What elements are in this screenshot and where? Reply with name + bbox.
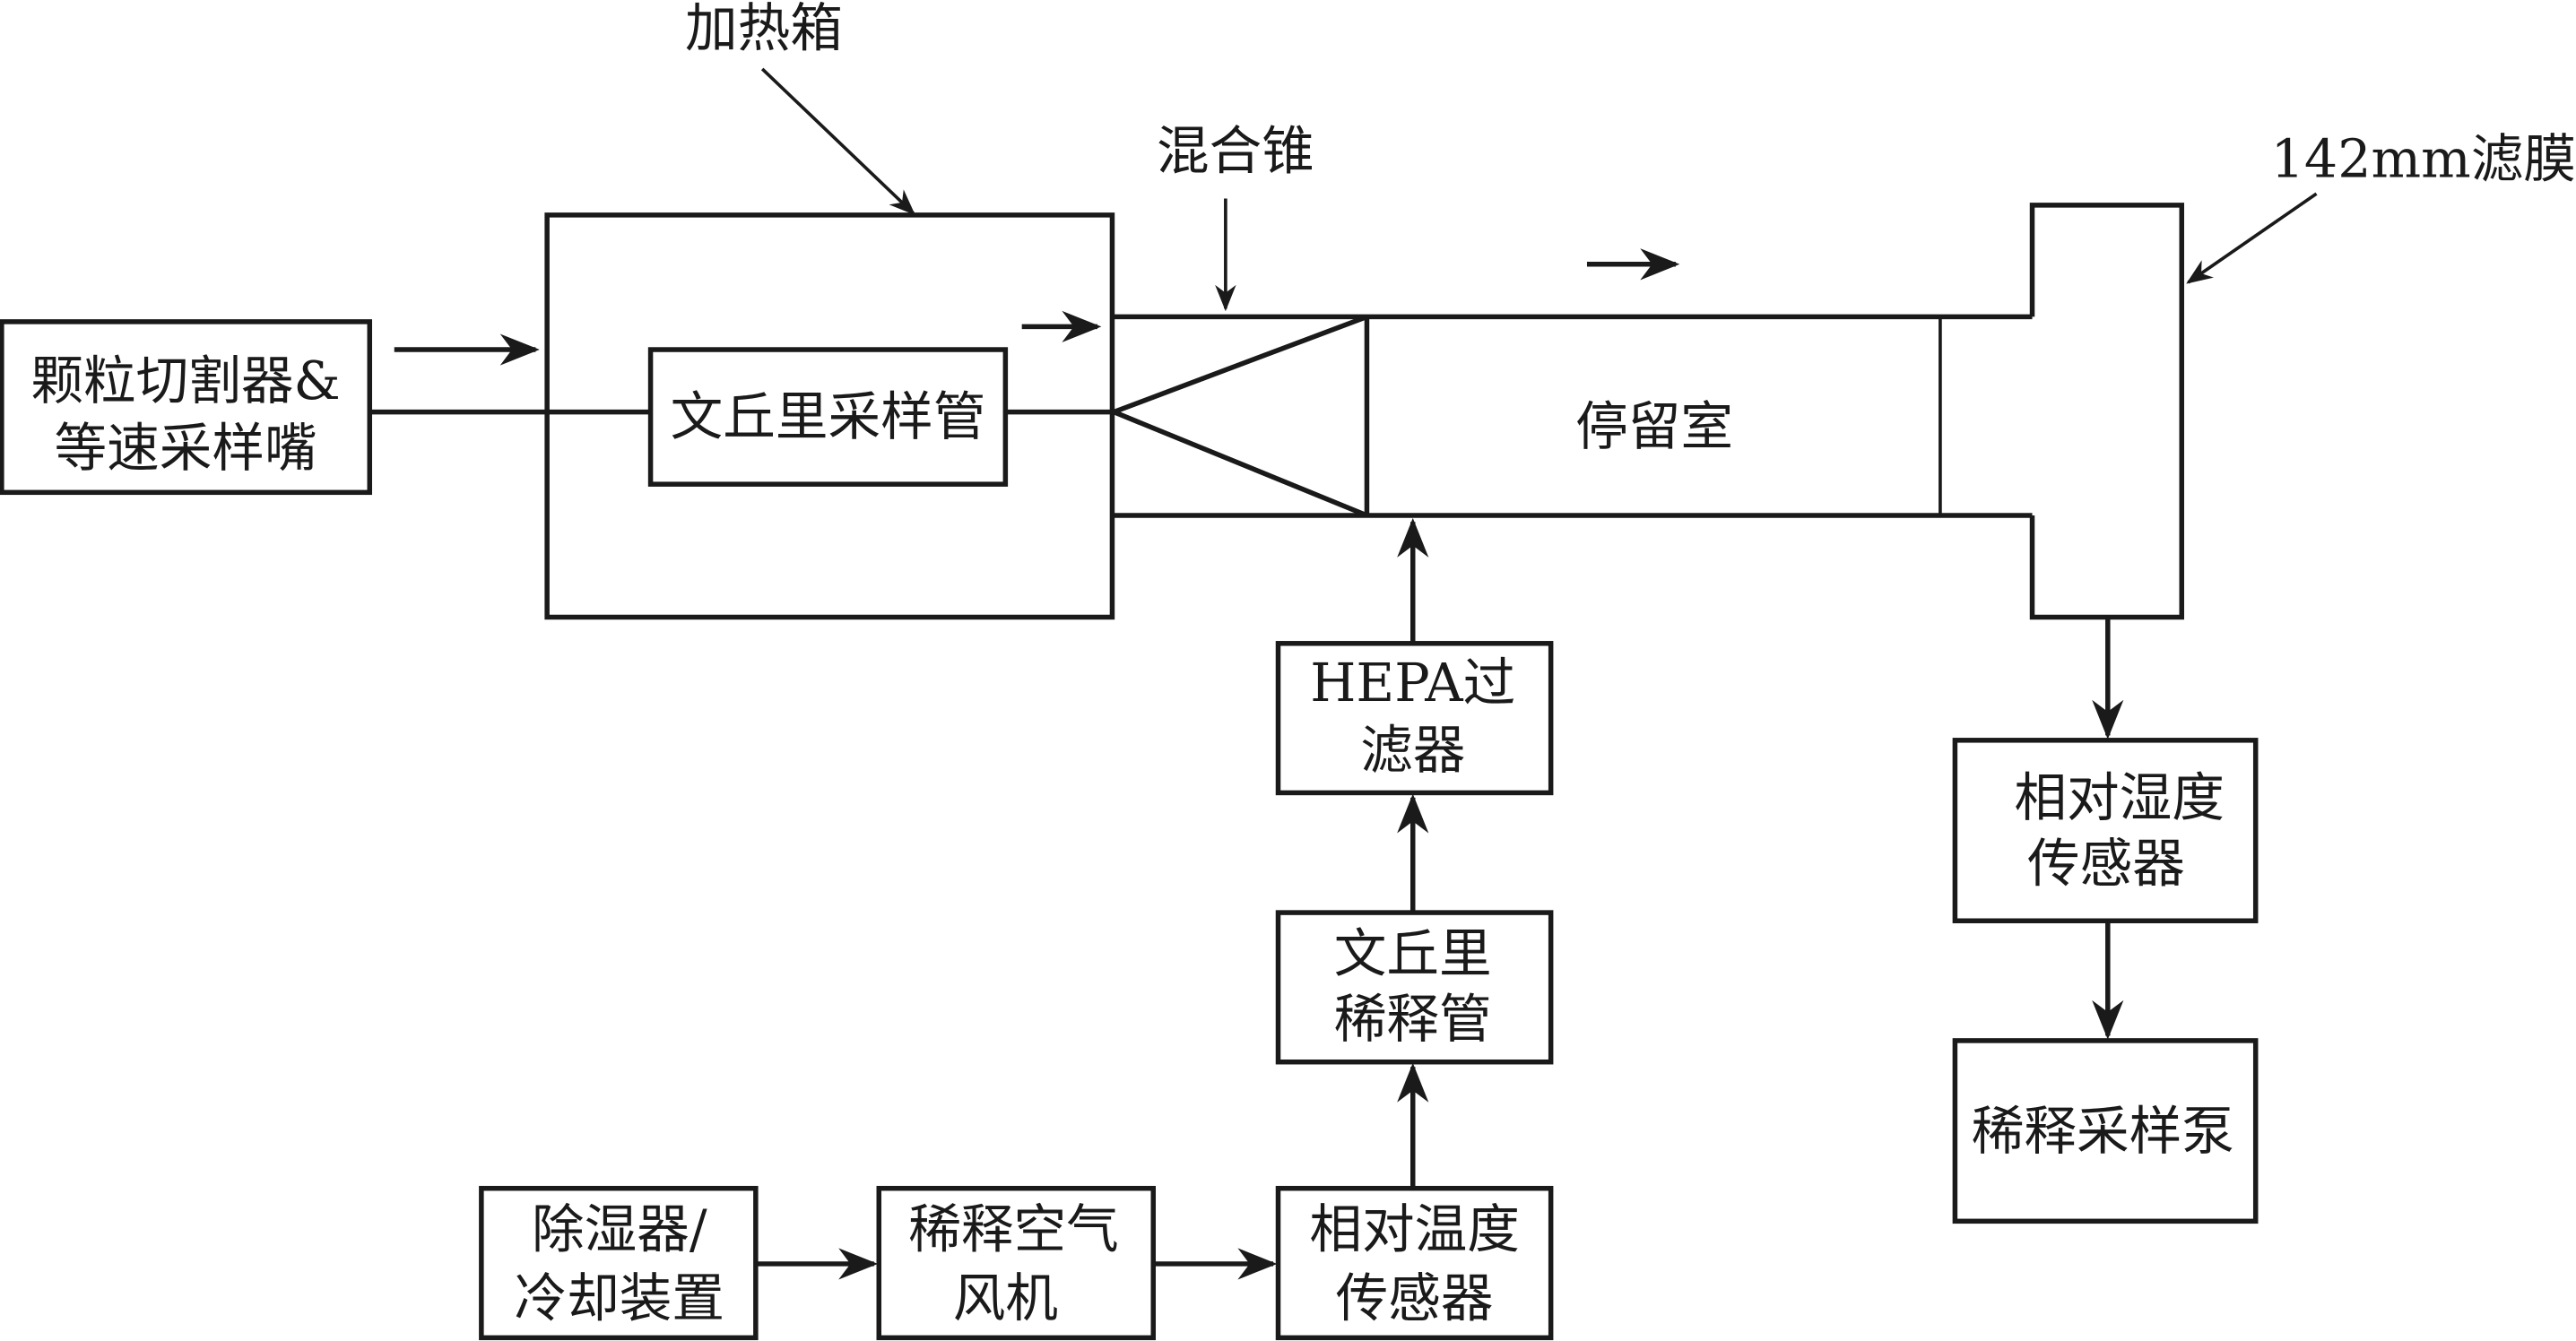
heating-box-label: 加热箱 <box>685 0 843 58</box>
dehumidifier-box <box>479 1185 759 1341</box>
cutter-nozzle-label-line2: 等速采样嘴 <box>54 418 317 479</box>
venturi-dilution-tube-label-line2: 稀释管 <box>1334 989 1492 1050</box>
dilution-blower-label-line2: 风机 <box>953 1268 1058 1329</box>
venturi-sampling-tube-box <box>647 347 1009 487</box>
filter-holder <box>2029 203 2185 620</box>
filter-callout-arrow <box>2186 192 2318 284</box>
mixing-cone <box>1106 314 1368 518</box>
cutter-nozzle-box <box>0 319 373 496</box>
hepa-filter-label-line2: 滤器 <box>1360 720 1465 781</box>
venturi-sampling-tube-label: 文丘里采样管 <box>671 386 986 447</box>
filter-label: 142mm滤膜 <box>2271 129 2576 190</box>
cutter-nozzle-label-line1: 颗粒切割器& <box>30 350 340 411</box>
dilution-blower-box <box>876 1185 1157 1341</box>
rh-sensor-box <box>1952 738 2259 923</box>
mixing-cone-label: 混合锥 <box>1157 121 1314 182</box>
rt-sensor-label-line2: 传感器 <box>1336 1268 1494 1329</box>
rh-sensor-label-line1: 相对湿度 <box>2014 767 2225 828</box>
rt-sensor-label-line1: 相对温度 <box>1309 1199 1520 1260</box>
dehumidifier-label-line2: 冷却装置 <box>515 1268 725 1329</box>
heating-box-callout-arrow <box>760 67 915 216</box>
venturi-dilution-tube-label-line1: 文丘里 <box>1334 923 1492 984</box>
venturi-dilution-tube-box <box>1275 910 1554 1065</box>
dilution-blower-label-line1: 稀释空气 <box>908 1199 1119 1260</box>
dehumidifier-label-line1: 除湿器/ <box>532 1199 707 1260</box>
dilution-pump-box <box>1952 1038 2259 1224</box>
dilution-pump-label: 稀释采样泵 <box>1972 1101 2234 1162</box>
rh-sensor-label-line2: 传感器 <box>2027 833 2185 894</box>
residence-chamber-label: 停留室 <box>1575 396 1733 457</box>
rt-sensor-box <box>1275 1185 1554 1341</box>
hepa-filter-label-line1: HEPA过 <box>1310 653 1515 714</box>
hepa-filter-box <box>1275 641 1554 796</box>
